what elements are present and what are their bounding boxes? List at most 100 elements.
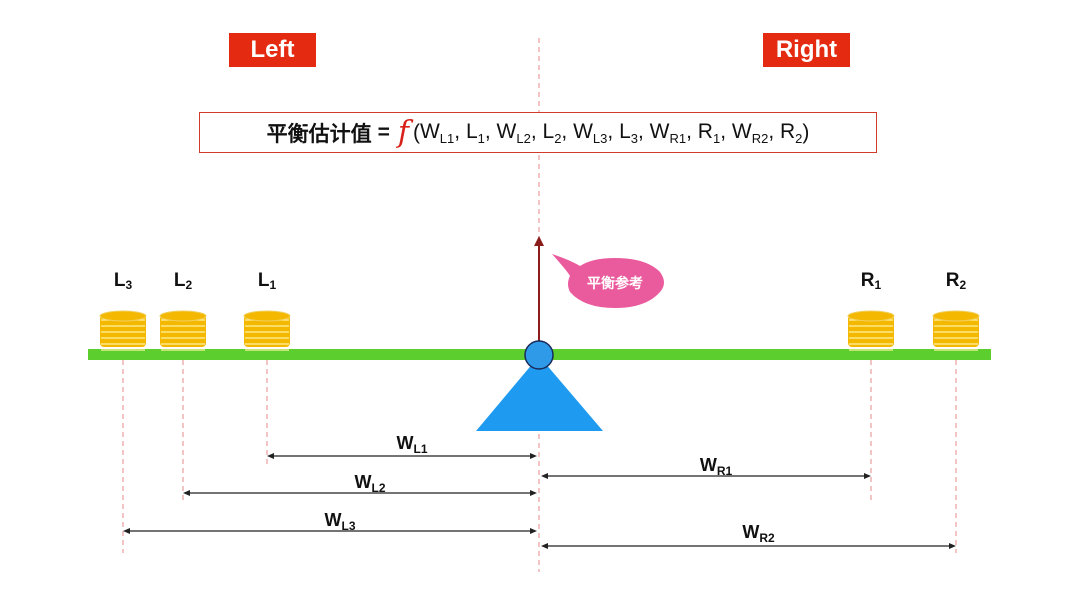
distance-label-wr1: WR1 bbox=[700, 455, 732, 478]
distance-label-wl3: WL3 bbox=[324, 510, 355, 533]
distance-arrowhead-end bbox=[530, 528, 537, 534]
distance-arrowhead-end bbox=[530, 453, 537, 459]
left-side-label: Left bbox=[229, 33, 316, 67]
formula-arguments: WL1, L1, WL2, L2, WL3, L3, WR1, R1, WR2,… bbox=[420, 120, 802, 146]
distance-label-main: W bbox=[742, 522, 760, 542]
formula-separator: , bbox=[637, 119, 650, 143]
formula-arg: L1, bbox=[466, 119, 497, 146]
stack-label-l3: L3 bbox=[114, 270, 132, 292]
distance-label-main: W bbox=[324, 510, 342, 530]
stack-label-sub: 1 bbox=[874, 278, 882, 292]
formula-separator: , bbox=[454, 119, 466, 143]
formula-arg: WL2, bbox=[496, 119, 543, 146]
distance-arrowhead-start bbox=[541, 473, 548, 479]
guide-lines bbox=[122, 38, 957, 572]
balance-reference-callout bbox=[552, 254, 664, 308]
formula-arg-main: W bbox=[496, 119, 517, 143]
formula-arg: WR1, bbox=[649, 119, 698, 146]
distance-label-main: W bbox=[354, 472, 372, 492]
balance-reference-text: 平衡参考 bbox=[587, 276, 643, 292]
formula-arg-main: W bbox=[731, 119, 752, 143]
distance-label-sub: R2 bbox=[759, 531, 775, 545]
stack-label-main: L bbox=[113, 270, 126, 291]
distance-label-sub: L3 bbox=[341, 519, 356, 533]
stack-label-r2: R2 bbox=[946, 270, 966, 292]
distance-arrow-wl3 bbox=[123, 528, 537, 534]
coin-top bbox=[99, 310, 147, 322]
distance-arrowhead-start bbox=[267, 453, 274, 459]
stack-label-l2: L2 bbox=[174, 270, 192, 292]
distance-arrows bbox=[123, 453, 956, 549]
distance-arrow-wl2 bbox=[183, 490, 537, 496]
formula-arg-sub: R1 bbox=[669, 130, 687, 146]
formula-function: f bbox=[397, 115, 409, 150]
balance-formula: 平衡估计值 = f ( WL1, L1, WL2, L2, WL3, L3, W… bbox=[199, 112, 877, 153]
stack-label-main: L bbox=[257, 270, 270, 291]
stack-label-sub: 2 bbox=[959, 278, 967, 292]
formula-arg: WL1, bbox=[419, 119, 466, 146]
pivot-circle bbox=[524, 340, 554, 370]
distance-label-wl2: WL2 bbox=[354, 472, 385, 495]
distance-arrowhead-end bbox=[949, 543, 956, 549]
formula-arg: WL3, bbox=[573, 119, 620, 146]
coin-stack-r1 bbox=[847, 310, 895, 351]
formula-arg-sub: 2 bbox=[795, 130, 803, 146]
formula-arg-sub: L3 bbox=[592, 130, 608, 146]
formula-separator: , bbox=[607, 119, 620, 143]
distance-label-main: W bbox=[699, 455, 717, 475]
coin-top bbox=[932, 310, 980, 322]
formula-separator: , bbox=[530, 119, 543, 143]
distance-label-sub: R1 bbox=[716, 464, 733, 478]
formula-arg-main: L bbox=[542, 119, 555, 143]
coin-stack-body bbox=[160, 315, 206, 347]
coin-stack-body bbox=[244, 315, 290, 347]
formula-arg-main: L bbox=[619, 119, 631, 143]
coin-stack-body bbox=[848, 315, 894, 347]
stack-label-main: R bbox=[860, 270, 875, 291]
coin-stack-l1 bbox=[243, 310, 291, 351]
stack-label-l1: L1 bbox=[258, 270, 276, 292]
formula-open-paren: ( bbox=[412, 120, 420, 144]
distance-arrow-wl1 bbox=[267, 453, 537, 459]
formula-separator: , bbox=[720, 119, 732, 143]
formula-arg: R1, bbox=[697, 119, 732, 146]
stack-label-sub: 2 bbox=[185, 278, 193, 292]
formula-arg: WR2, bbox=[731, 119, 780, 146]
coin-stack-body bbox=[100, 315, 146, 347]
formula-arg: R2 bbox=[779, 119, 803, 146]
formula-arg-sub: 2 bbox=[554, 130, 562, 146]
formula-arg-sub: 1 bbox=[712, 130, 721, 146]
formula-arg-sub: L1 bbox=[439, 130, 455, 146]
formula-arg-main: W bbox=[419, 119, 440, 143]
distance-arrowhead-end bbox=[530, 490, 537, 496]
formula-equals: = bbox=[377, 120, 390, 144]
coin-stack-r2 bbox=[932, 310, 980, 351]
distance-arrowhead-start bbox=[123, 528, 130, 534]
distance-arrow-wr1 bbox=[541, 473, 871, 479]
coin-stack-body bbox=[933, 315, 979, 347]
formula-arg-sub: 3 bbox=[630, 130, 638, 146]
balance-reference-arrow-head bbox=[534, 236, 544, 246]
distance-label-main: W bbox=[396, 433, 414, 453]
fulcrum bbox=[476, 356, 603, 431]
stack-label-sub: 1 bbox=[269, 278, 277, 292]
coin-top bbox=[847, 310, 895, 322]
coin-top bbox=[159, 310, 207, 322]
distance-arrowhead-end bbox=[864, 473, 871, 479]
stack-label-sub: 3 bbox=[125, 278, 133, 292]
formula-lhs: 平衡估计值 bbox=[266, 121, 372, 146]
distance-arrowhead-start bbox=[183, 490, 190, 496]
coin-stack-l2 bbox=[159, 310, 207, 351]
formula-arg-main: R bbox=[779, 119, 796, 143]
formula-separator: , bbox=[484, 119, 497, 143]
distance-label-wl1: WL1 bbox=[396, 433, 427, 456]
formula-arg-sub: L2 bbox=[516, 130, 531, 146]
stack-label-main: R bbox=[945, 270, 960, 291]
formula-arg-main: R bbox=[697, 119, 713, 143]
formula-separator: , bbox=[768, 119, 780, 143]
stack-label-main: L bbox=[173, 270, 186, 291]
formula-arg-sub: R2 bbox=[751, 130, 769, 146]
formula-arg-main: W bbox=[649, 119, 670, 143]
formula-arg-main: W bbox=[573, 119, 593, 143]
